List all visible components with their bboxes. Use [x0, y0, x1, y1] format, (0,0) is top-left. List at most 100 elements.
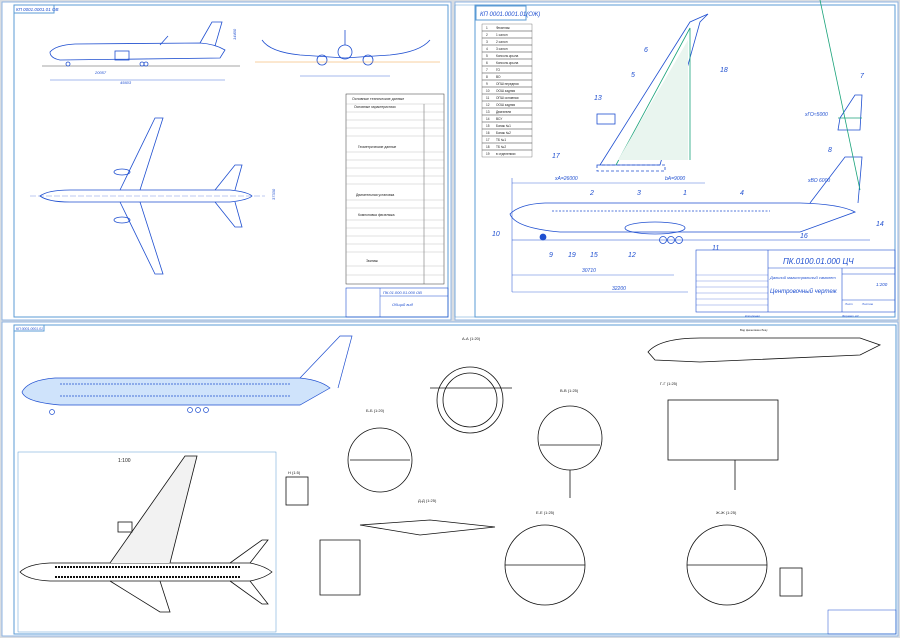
doc-code: ПК.0100.01.000 ЦЧ	[783, 257, 854, 266]
legend-number: 8	[486, 75, 488, 79]
legend-number: 9	[486, 82, 488, 86]
doc-code: ПК.01.000.01.000 ОВ	[383, 290, 422, 295]
legend-name: ГО	[496, 68, 501, 72]
part-callout: 10	[492, 231, 500, 238]
legend-number: 19	[486, 152, 490, 156]
dim-span: 37330	[271, 188, 276, 200]
section-label: Е-Е (1:25)	[536, 510, 555, 515]
legend-name: ТБ №2	[496, 145, 506, 149]
section-views	[285, 337, 882, 606]
legend-number: 3	[486, 40, 488, 44]
cabin-plan-view	[19, 455, 273, 613]
table-title: Основные технические данные	[352, 97, 404, 101]
legend-number: 16	[486, 131, 490, 135]
part-callout: 4	[740, 190, 744, 197]
format-label: Формат А3	[842, 314, 859, 318]
legend-number: 14	[486, 117, 490, 121]
section-label: Д-Д (1:25)	[418, 498, 437, 503]
legend-name: Консоль крыла	[496, 61, 518, 65]
dim-xa: xA=26000	[554, 176, 578, 182]
dim-ba: bA=9000	[665, 176, 685, 182]
legend-row	[481, 149, 533, 158]
legend-name: ВО	[496, 75, 501, 79]
title-block-layout	[827, 609, 897, 635]
legend-number: 12	[486, 103, 490, 107]
legend-name: Багаж №2	[496, 131, 511, 135]
part-callout: 14	[876, 221, 884, 228]
aircraft-name: Дальний магистральный самолет	[769, 275, 836, 280]
scale: 1:200	[876, 282, 888, 287]
sheet-label: Лист	[844, 302, 853, 306]
part-callout: 11	[712, 245, 719, 252]
part-callout: 8	[828, 147, 832, 154]
dim-32200: 32200	[612, 286, 626, 292]
cg-fuselage	[509, 0, 870, 293]
doc-title: Общий вид	[392, 302, 414, 307]
legend-name: ООШ задняя	[496, 89, 515, 93]
legend-name: 3 салон	[496, 47, 508, 51]
title-block-general: ПК.01.000.01.000 ОВ Общий вид	[345, 287, 449, 318]
legend-number: 6	[486, 61, 488, 65]
table-section: Компоновка фюзеляжа	[358, 213, 395, 217]
horizontal-tail	[837, 94, 863, 131]
legend-name: ТБ №1	[496, 138, 506, 142]
legend-name: Фюзеляж	[496, 26, 510, 30]
dim-xvo: xВО 6000	[807, 178, 830, 184]
legend-number: 17	[486, 138, 490, 142]
dim-xgo: xГО≈5000	[804, 112, 828, 118]
title-block-cg	[695, 249, 896, 313]
part-callout: 5	[631, 72, 635, 79]
part-callout: 2	[589, 190, 594, 197]
legend-name: ОПШ основная	[496, 96, 519, 100]
side-view-aircraft	[42, 21, 240, 81]
section-label: Г-Г (1:25)	[660, 381, 678, 386]
part-callout: 3	[637, 190, 641, 197]
sheet-stamp: КП 0001.0001.01(ОЖ)	[480, 12, 540, 18]
legend-number: 1	[486, 26, 488, 30]
plan-scale: 1:100	[118, 458, 131, 464]
legend-name: 1 салон	[496, 33, 508, 37]
part-callout: 9	[549, 252, 553, 259]
doc-title: Центровочный чертеж	[770, 288, 838, 295]
legend-number: 15	[486, 124, 490, 128]
legend-number: 11	[486, 96, 490, 100]
front-view-aircraft	[255, 30, 440, 77]
legend-number: 4	[486, 47, 488, 51]
sheets-label: Листов	[861, 302, 873, 306]
part-callout: 7	[860, 73, 865, 80]
legend-number: 7	[486, 68, 488, 72]
part-callout: 17	[552, 153, 561, 160]
profile-caption: Вид фюзеляжа сбоку	[740, 328, 768, 332]
part-callout: 16	[800, 233, 808, 240]
legend-name: Багаж №1	[496, 124, 511, 128]
legend-name: в отделениях	[496, 152, 516, 156]
legend-number: 5	[486, 54, 488, 58]
sheet-stamp: КП 0001.0001.01	[16, 327, 43, 331]
section-label: Б-Б (1:20)	[366, 408, 385, 413]
legend-name: Двигатели	[496, 110, 511, 114]
part-callout: 18	[720, 67, 728, 74]
legend-name: ВСУ	[496, 117, 503, 121]
legend-number: 2	[486, 33, 488, 37]
dim-length: 45603	[120, 80, 132, 85]
copied-label: Копировал	[745, 314, 760, 318]
legend-number: 18	[486, 145, 490, 149]
dim-height: 14400	[232, 28, 237, 40]
section-label: Н (1:5)	[288, 470, 301, 475]
sheet-layout: КП 0001.0001.01 1:100	[1, 321, 899, 637]
legend-name: ОПШ передняя	[496, 82, 519, 86]
part-callout: 6	[644, 47, 648, 54]
legend-name: ООШ задняя	[496, 103, 515, 107]
side-cutaway-aircraft	[21, 335, 353, 415]
dim-wheelbase: 20057	[94, 70, 107, 75]
wing-planform	[596, 13, 709, 172]
technical-data-table: Основные технические данные Основные хар…	[345, 93, 445, 285]
part-callout: 19	[568, 252, 576, 259]
part-callout: 1	[683, 190, 687, 197]
legend-number: 13	[486, 110, 490, 114]
sheet-general-view: КП 0001.0001.01 ОВ 45603 20057 14400	[1, 1, 452, 321]
part-callout: 13	[594, 95, 602, 102]
